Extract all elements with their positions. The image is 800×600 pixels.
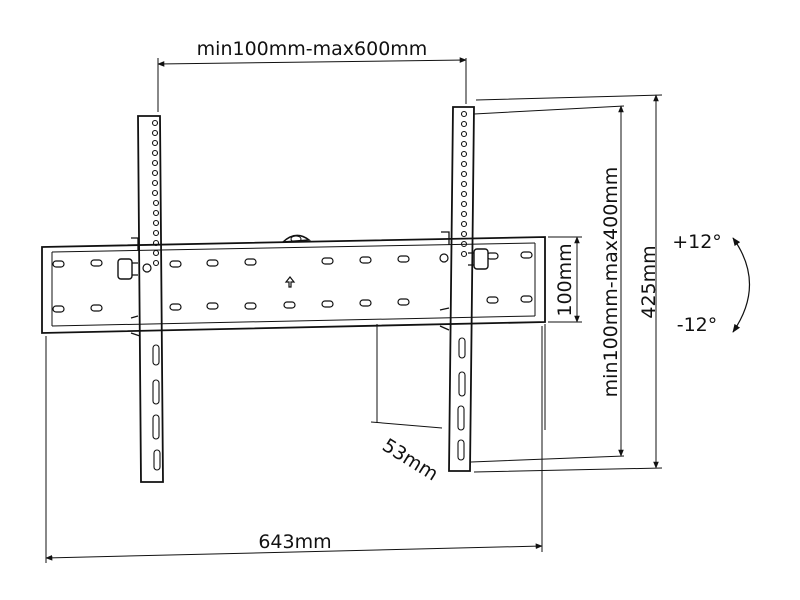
plate-slots-top — [52, 251, 533, 268]
overall-height-label: 425mm — [638, 245, 660, 318]
tilt-up-label: +12° — [672, 231, 722, 253]
dimension-arm-spacing: min100mm-max600mm — [157, 38, 467, 112]
plate-slots-bottom — [52, 295, 533, 313]
right-arm-holes — [457, 110, 468, 461]
plate-height-label: 100mm — [554, 243, 576, 316]
tilt-indicator: +12° -12° — [672, 231, 750, 336]
dimension-vertical-spacing: min100mm-max400mm — [470, 105, 625, 463]
dimension-overall-height: 425mm — [473, 94, 663, 473]
left-tilt-knob — [117, 258, 152, 280]
up-arrow-icon — [284, 276, 296, 288]
tilt-down-label: -12° — [677, 314, 718, 336]
vertical-spacing-label: min100mm-max400mm — [600, 167, 622, 398]
right-vertical-arm — [439, 106, 489, 472]
level-clip — [280, 234, 312, 243]
arm-spacing-label: min100mm-max600mm — [197, 38, 428, 60]
overall-width-label: 643mm — [258, 531, 331, 553]
dimension-overall-width: 643mm — [45, 326, 543, 563]
dimension-plate-height: 100mm — [548, 236, 582, 323]
wall-plate — [41, 234, 546, 334]
right-tilt-knob — [439, 248, 489, 270]
dimension-depth: 53mm — [370, 324, 546, 485]
depth-label: 53mm — [378, 434, 442, 485]
left-arm-holes — [151, 119, 161, 471]
left-vertical-arm — [117, 115, 164, 483]
